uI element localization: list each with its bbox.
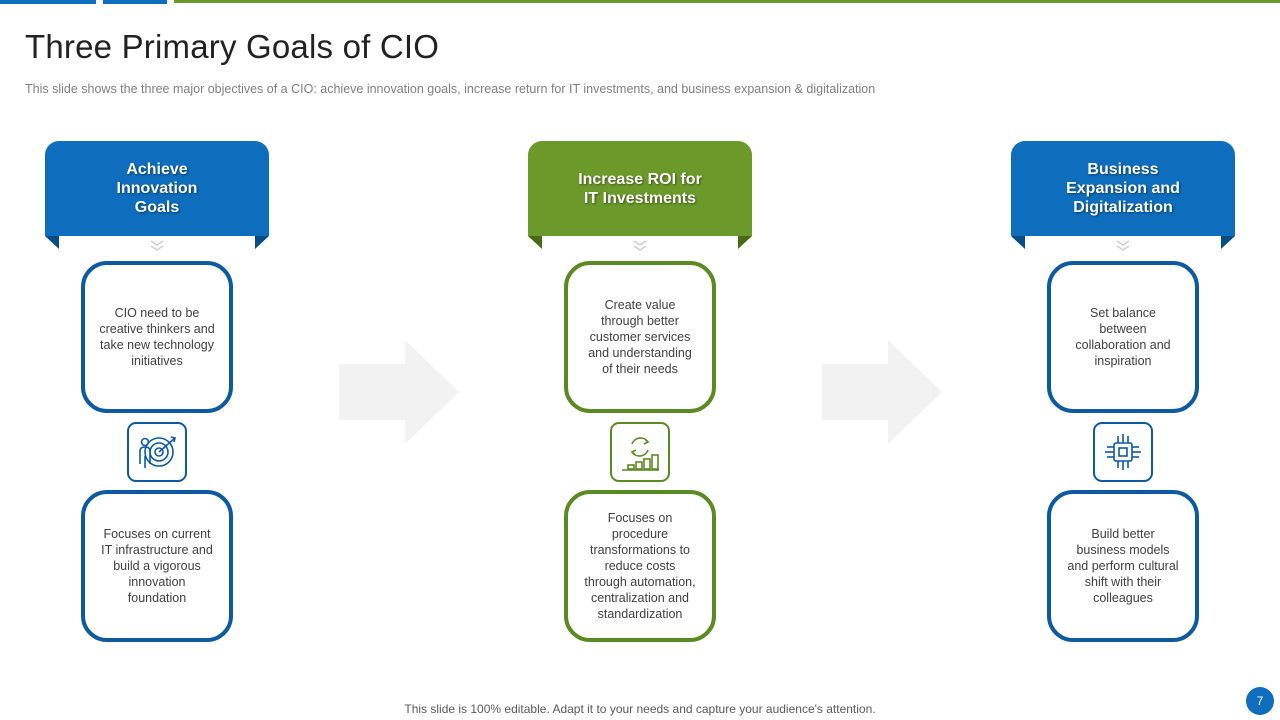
microchip-icon xyxy=(1093,422,1153,482)
page-number-badge: 7 xyxy=(1246,687,1274,715)
goal-bottom-box: Focuses on current IT infrastructure and… xyxy=(81,490,233,642)
chevron-down-icon xyxy=(633,240,647,251)
slide-title: Three Primary Goals of CIO xyxy=(25,28,440,65)
goal-card-roi: Increase ROI for IT Investments Create v… xyxy=(528,141,752,646)
banner-fold-left xyxy=(1011,236,1025,249)
goal-bottom-box: Focuses on procedure transformations to … xyxy=(564,490,716,642)
target-person-icon xyxy=(127,422,187,482)
slide-footer: This slide is 100% editable. Adapt it to… xyxy=(404,702,876,716)
goal-card-innovation: Achieve Innovation Goals CIO need to be … xyxy=(45,141,269,646)
banner-fold-right xyxy=(255,236,269,249)
banner-fold-left xyxy=(45,236,59,249)
slide-subtitle: This slide shows the three major objecti… xyxy=(25,82,876,96)
goal-bottom-box: Build better business models and perform… xyxy=(1047,490,1199,642)
arrow-right-icon xyxy=(339,340,459,444)
cycle-growth-chart-icon xyxy=(610,422,670,482)
banner-fold-right xyxy=(738,236,752,249)
goal-top-box: Set balance between collaboration and in… xyxy=(1047,261,1199,413)
accent-bar-3 xyxy=(174,0,1280,3)
goal-heading: Achieve Innovation Goals xyxy=(45,141,269,236)
chevron-down-icon xyxy=(1116,240,1130,251)
goal-top-box: CIO need to be creative thinkers and tak… xyxy=(81,261,233,413)
goal-card-digitalization: Business Expansion and Digitalization Se… xyxy=(1011,141,1235,646)
goal-heading: Increase ROI for IT Investments xyxy=(528,141,752,236)
banner-fold-left xyxy=(528,236,542,249)
chevron-down-icon xyxy=(150,240,164,251)
arrow-right-icon xyxy=(822,340,942,444)
goal-top-box: Create value through better customer ser… xyxy=(564,261,716,413)
banner-fold-right xyxy=(1221,236,1235,249)
accent-bar-1 xyxy=(0,0,96,4)
goal-heading: Business Expansion and Digitalization xyxy=(1011,141,1235,236)
accent-bar-2 xyxy=(103,0,167,4)
